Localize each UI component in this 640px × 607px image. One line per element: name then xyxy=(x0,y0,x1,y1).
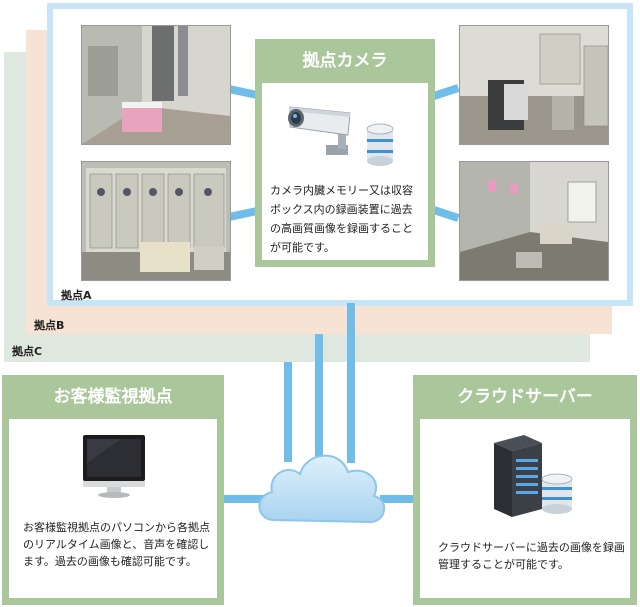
cloud-card-body: クラウドサーバーに過去の画像を録画管理することが可能です。 xyxy=(420,419,630,598)
camera-card-body: カメラ内臓メモリー又は収容ボックス内の録画装置に過去の高画質画像を録画することが… xyxy=(262,83,428,260)
cloud-server-card: クラウドサーバー クラウドサーバーに過去の画像を録画管理することが可能です。 xyxy=(413,375,637,605)
connector-line xyxy=(284,362,292,462)
customer-card-description: お客様監視拠点のパソコンから各拠点のリアルタイム画像と、音声を確認します。過去の… xyxy=(23,521,210,568)
cloud-card-title: クラウドサーバー xyxy=(457,387,593,407)
site-photo xyxy=(81,161,231,281)
connector-line xyxy=(347,303,355,463)
site-c-label: 拠点C xyxy=(12,345,43,358)
site-photo xyxy=(81,25,231,145)
connector-line xyxy=(315,334,323,464)
cloud-card-description: クラウドサーバーに過去の画像を録画管理することが可能です。 xyxy=(438,541,625,571)
customer-monitoring-card: お客様監視拠点 お客様監視拠点のパソコンから各拠点のリアルタイム画像と、音声を確… xyxy=(2,375,224,605)
security-camera-icon xyxy=(286,101,366,165)
site-a-label: 拠点A xyxy=(61,289,92,302)
camera-card-title: 拠点カメラ xyxy=(302,51,388,71)
monitor-icon xyxy=(81,433,147,503)
connector-line xyxy=(380,495,416,503)
site-b-label: 拠点B xyxy=(34,319,65,332)
cloud-icon xyxy=(252,440,392,544)
site-photo xyxy=(459,161,609,281)
database-icon xyxy=(365,123,395,171)
camera-card-description: カメラ内臓メモリー又は収容ボックス内の録画装置に過去の高画質画像を録画することが… xyxy=(270,184,413,254)
customer-card-body: お客様監視拠点のパソコンから各拠点のリアルタイム画像と、音声を確認します。過去の… xyxy=(9,419,217,598)
connector-line xyxy=(222,495,272,503)
site-photo xyxy=(459,25,609,145)
customer-card-title: お客様監視拠点 xyxy=(53,387,173,407)
server-icon xyxy=(486,433,582,523)
camera-card: 拠点カメラ カメラ内臓メモリー又は収容ボックス内の録画装置に過去の高画質画 xyxy=(255,39,435,267)
